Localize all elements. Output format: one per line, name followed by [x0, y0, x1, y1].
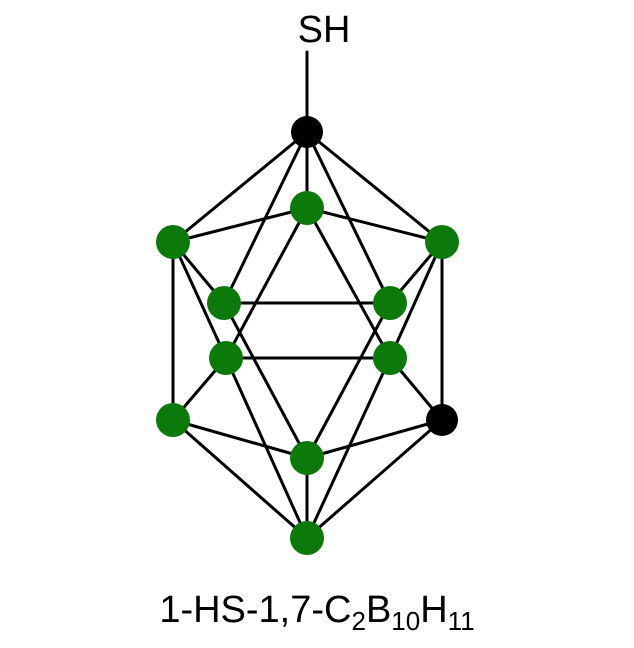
formula-part-3: H [420, 589, 448, 631]
bond-ur-mr2 [388, 240, 444, 360]
boron-atom-ll [156, 403, 190, 437]
bond-b-ml2 [224, 356, 309, 540]
boron-atom-ml2 [209, 341, 243, 375]
bond-f-mr2 [305, 206, 392, 360]
carbon-atom-lr [426, 404, 458, 436]
bond-ll-bf [171, 418, 309, 460]
boron-atom-b [290, 521, 324, 555]
bond-t-ur [305, 130, 444, 244]
formula-subscript-h: 11 [447, 606, 475, 636]
bond-mr1-bf [305, 301, 392, 460]
carbon-atom-t [291, 116, 323, 148]
bond-f-ml2 [224, 206, 309, 360]
bond-b-mr2 [305, 356, 392, 540]
atoms [156, 116, 459, 555]
boron-atom-ur [425, 225, 459, 259]
boron-atom-mr1 [373, 286, 407, 320]
boron-atom-bf [290, 441, 324, 475]
boron-atom-ul [156, 225, 190, 259]
bond-f-ur [305, 206, 444, 244]
formula-subscript-b: 10 [391, 606, 421, 636]
formula-subscript-c: 2 [351, 606, 366, 636]
boron-atom-ml1 [207, 286, 241, 320]
bond-ml1-bf [222, 301, 309, 460]
bond-t-ul [171, 130, 309, 244]
formula-caption: 1-HS-1,7-C2B10H11 [0, 586, 634, 634]
formula-part-2: B [365, 589, 392, 631]
formula-part-1: 1-HS-1,7-C [159, 589, 352, 631]
bond-lr-bf [305, 418, 444, 460]
bond-b-lr [305, 418, 444, 540]
bond-f-ul [171, 206, 309, 244]
bond-b-ll [171, 418, 309, 540]
sh-substituent-label: SH [298, 9, 351, 51]
bond-ul-ml2 [171, 240, 228, 360]
boron-atom-mr2 [373, 341, 407, 375]
boron-atom-f [290, 191, 324, 225]
